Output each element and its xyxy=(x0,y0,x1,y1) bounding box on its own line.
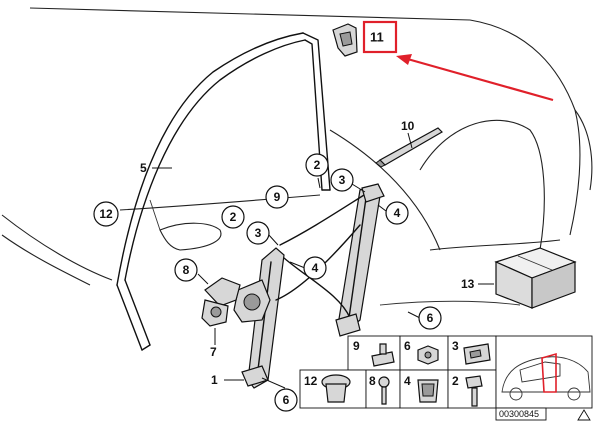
callout-circle xyxy=(330,168,354,192)
callout-3-upper: 3 xyxy=(339,173,346,187)
grid-part-screw xyxy=(378,376,390,405)
highlight-arrow-head xyxy=(396,54,412,65)
part-8-motor xyxy=(201,277,241,327)
corner-triangle-icon xyxy=(577,409,591,421)
callout-circle xyxy=(246,221,270,245)
callouts: 12 2 3 4 9 2 3 4 8 6 6 xyxy=(93,153,442,412)
plain-labels: 5 10 7 1 13 xyxy=(140,119,475,387)
grid-part-clip-nut xyxy=(417,379,439,403)
callout-6-right: 6 xyxy=(427,311,434,325)
callout-circle xyxy=(221,205,245,229)
callout-2-lower: 2 xyxy=(230,210,237,224)
label-7: 7 xyxy=(210,345,217,359)
callout-4-lower: 4 xyxy=(312,261,319,275)
grid-label-3: 3 xyxy=(452,339,459,353)
label-10: 10 xyxy=(401,119,415,133)
highlight-group: 11 xyxy=(362,20,554,102)
grid-label-2: 2 xyxy=(452,374,459,388)
callout-circle xyxy=(385,201,409,225)
callout-4-upper: 4 xyxy=(394,206,401,220)
callout-circle xyxy=(93,201,119,227)
part-13-box xyxy=(494,247,577,309)
highlight-box xyxy=(362,20,398,54)
car-thumbnail-icon xyxy=(501,352,591,401)
callout-circle xyxy=(265,185,289,209)
leader-lines xyxy=(152,132,494,389)
parts-grid: 9 6 3 12 8 4 2 xyxy=(299,335,593,421)
grid-label-12: 12 xyxy=(304,374,318,388)
callout-2-upper: 2 xyxy=(314,158,321,172)
label-13: 13 xyxy=(461,277,475,291)
grid-part-bolt xyxy=(465,375,483,407)
callout-8: 8 xyxy=(183,263,190,277)
car-body-outline xyxy=(1,7,593,306)
callout-circle xyxy=(174,258,198,282)
part-10-seal-strip xyxy=(375,127,443,168)
grid-part-nut xyxy=(417,345,439,365)
reference-code: 00300845 xyxy=(499,409,539,419)
label-1: 1 xyxy=(211,373,218,387)
grid-label-9: 9 xyxy=(353,339,360,353)
grid-label-8: 8 xyxy=(369,374,376,388)
window-regulator xyxy=(233,183,385,389)
reference-code-box xyxy=(495,407,547,421)
grid-part-bracket xyxy=(463,343,491,365)
callout-9: 9 xyxy=(274,190,281,204)
part-11-bracket xyxy=(332,23,358,57)
grid-cell-car xyxy=(495,335,593,409)
callout-circle xyxy=(418,306,442,330)
callout-12: 12 xyxy=(99,207,113,221)
callout-circle xyxy=(303,256,327,280)
callout-3-lower: 3 xyxy=(255,226,262,240)
highlight-arrow-shaft xyxy=(403,56,554,102)
label-11: 11 xyxy=(370,30,384,45)
grid-label-6: 6 xyxy=(404,339,411,353)
callout-circle xyxy=(305,153,329,177)
door-frame-seal xyxy=(116,32,331,351)
callout-circle xyxy=(274,388,298,412)
grid-part-clip xyxy=(371,343,395,367)
label-5: 5 xyxy=(140,161,147,175)
callout-6-bottom: 6 xyxy=(283,393,290,407)
grid-part-plug xyxy=(321,374,351,403)
grid-label-4: 4 xyxy=(404,374,411,388)
